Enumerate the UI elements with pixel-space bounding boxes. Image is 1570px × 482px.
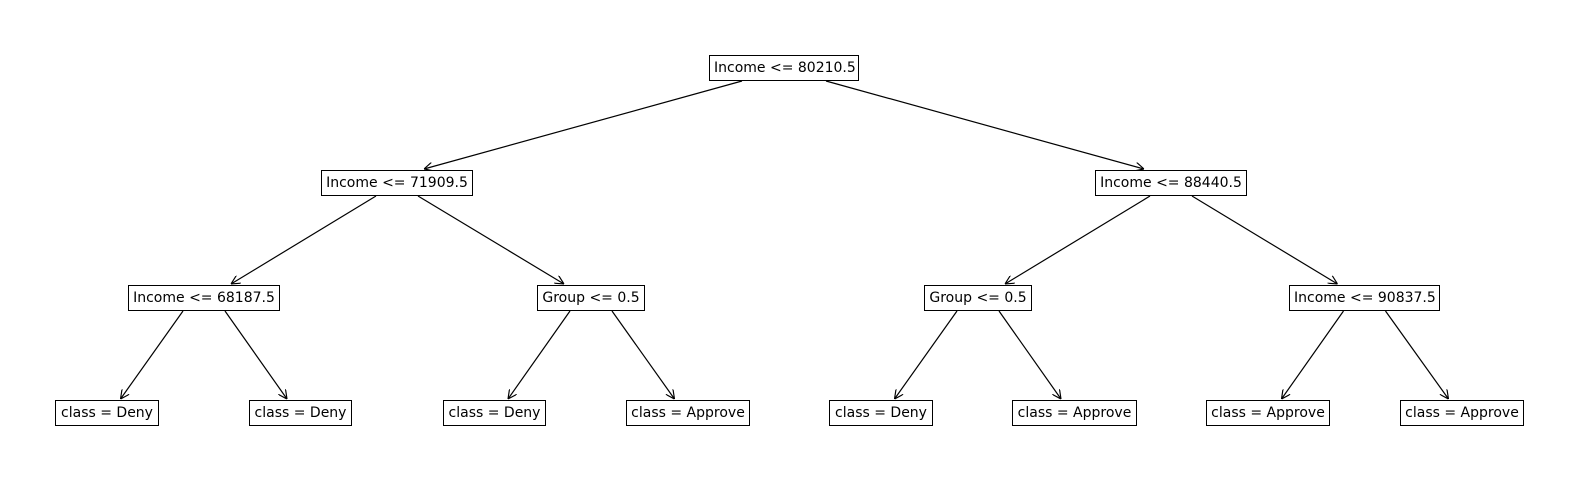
split-node: Income <= 68187.5 — [128, 285, 280, 311]
leaf-node: class = Deny — [443, 400, 546, 426]
tree-edge-arrow — [424, 80, 743, 169]
split-node: Group <= 0.5 — [537, 285, 645, 311]
tree-edge-arrow — [611, 310, 675, 399]
split-node: Group <= 0.5 — [924, 285, 1032, 311]
tree-edge-arrow — [224, 310, 287, 399]
tree-edge-arrow — [895, 310, 958, 399]
tree-edge-arrow — [825, 80, 1144, 169]
leaf-node: class = Approve — [1012, 400, 1137, 426]
tree-edge-arrow — [1005, 195, 1151, 284]
leaf-node: class = Approve — [1206, 400, 1330, 426]
tree-edge-arrow — [1385, 310, 1449, 399]
tree-edge-arrow — [998, 310, 1061, 399]
tree-edge-arrow — [121, 310, 184, 399]
tree-edge-arrow — [417, 195, 564, 284]
tree-edge-arrow — [1191, 195, 1338, 284]
leaf-node: class = Approve — [1400, 400, 1524, 426]
tree-edge-arrow — [508, 310, 571, 399]
split-node: Income <= 88440.5 — [1095, 170, 1247, 196]
leaf-node: class = Approve — [626, 400, 750, 426]
split-node: Income <= 71909.5 — [321, 170, 473, 196]
split-node: Income <= 90837.5 — [1289, 285, 1440, 311]
tree-edge-arrow — [1282, 310, 1344, 399]
tree-edge-arrow — [231, 195, 377, 284]
leaf-node: class = Deny — [829, 400, 933, 426]
split-node-root: Income <= 80210.5 — [709, 55, 859, 81]
leaf-node: class = Deny — [55, 400, 159, 426]
leaf-node: class = Deny — [249, 400, 352, 426]
